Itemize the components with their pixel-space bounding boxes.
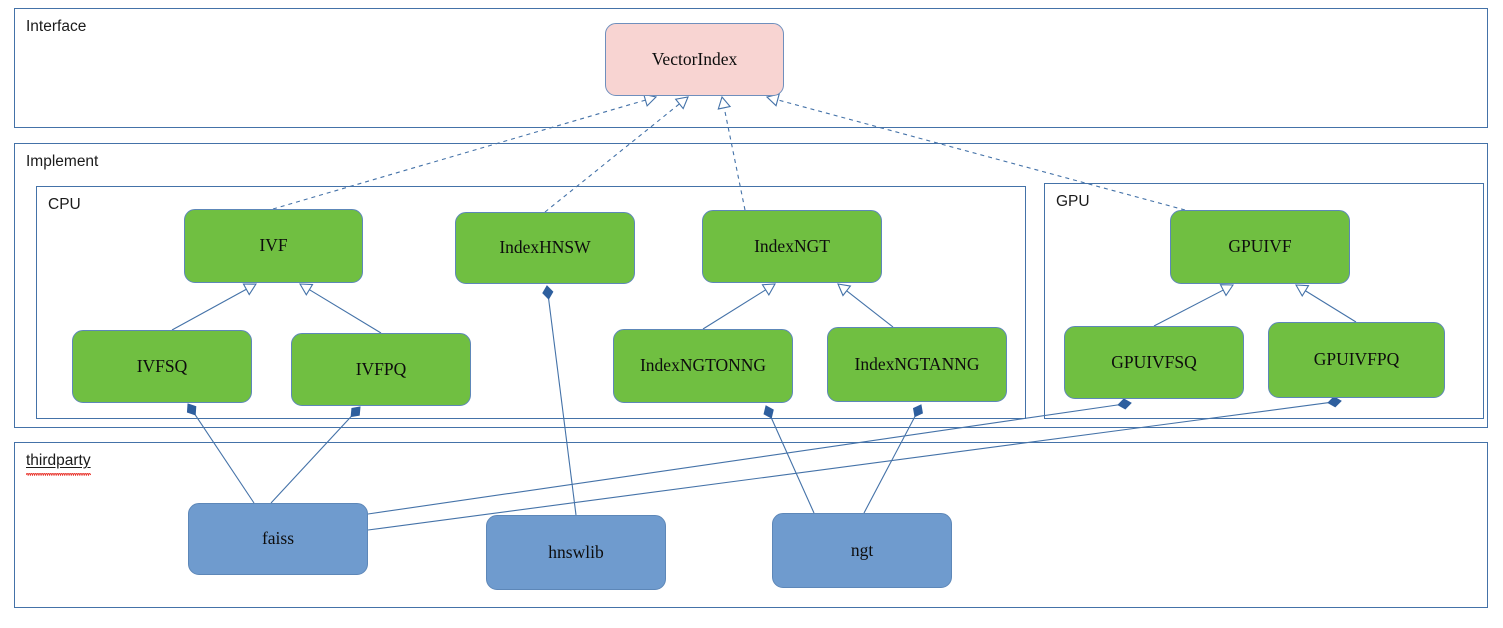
class-node-label: GPUIVF [1228, 236, 1292, 257]
class-node-hnswlib[interactable]: hnswlib [486, 515, 666, 590]
group-label-interface: Interface [26, 18, 87, 35]
class-node-label: IndexNGTONNG [639, 355, 767, 376]
class-node-faiss[interactable]: faiss [188, 503, 368, 575]
class-node-indexngtanng[interactable]: IndexNGTANNG [827, 327, 1007, 402]
class-node-indexhnsw[interactable]: IndexHNSW [455, 212, 635, 284]
class-node-ivf[interactable]: IVF [184, 209, 363, 283]
class-node-label: IVFPQ [355, 358, 407, 379]
class-node-indexngtonng[interactable]: IndexNGTONNG [613, 329, 793, 403]
class-node-label: VectorIndex [651, 48, 738, 69]
class-node-gpuivfpq[interactable]: GPUIVFPQ [1268, 322, 1445, 398]
class-node-label: IndexNGTANNG [854, 353, 980, 374]
class-node-label: IVF [259, 235, 288, 256]
group-label-thirdparty: thirdparty [26, 452, 91, 476]
class-node-label: GPUIVFPQ [1313, 349, 1400, 370]
class-node-vectorindex[interactable]: VectorIndex [605, 23, 784, 96]
group-container-interface [14, 8, 1488, 128]
class-node-ivfsq[interactable]: IVFSQ [72, 330, 252, 403]
class-node-gpuivf[interactable]: GPUIVF [1170, 210, 1350, 284]
class-node-label: ngt [850, 539, 874, 560]
class-node-label: IVFSQ [136, 355, 188, 376]
class-node-indexngt[interactable]: IndexNGT [702, 210, 882, 283]
class-node-label: IndexNGT [754, 235, 830, 256]
group-label-implement: Implement [26, 153, 99, 170]
class-node-ivfpq[interactable]: IVFPQ [291, 333, 471, 406]
class-node-label: IndexHNSW [499, 237, 591, 258]
class-node-ngt[interactable]: ngt [772, 513, 952, 588]
spellcheck-squiggle-icon [26, 473, 91, 476]
class-node-label: hnswlib [548, 541, 604, 562]
class-node-label: GPUIVFSQ [1111, 351, 1197, 372]
class-node-gpuivfsq[interactable]: GPUIVFSQ [1064, 326, 1244, 399]
group-label-gpu: GPU [1056, 193, 1090, 210]
group-label-cpu: CPU [48, 196, 81, 213]
class-node-label: faiss [261, 528, 295, 549]
